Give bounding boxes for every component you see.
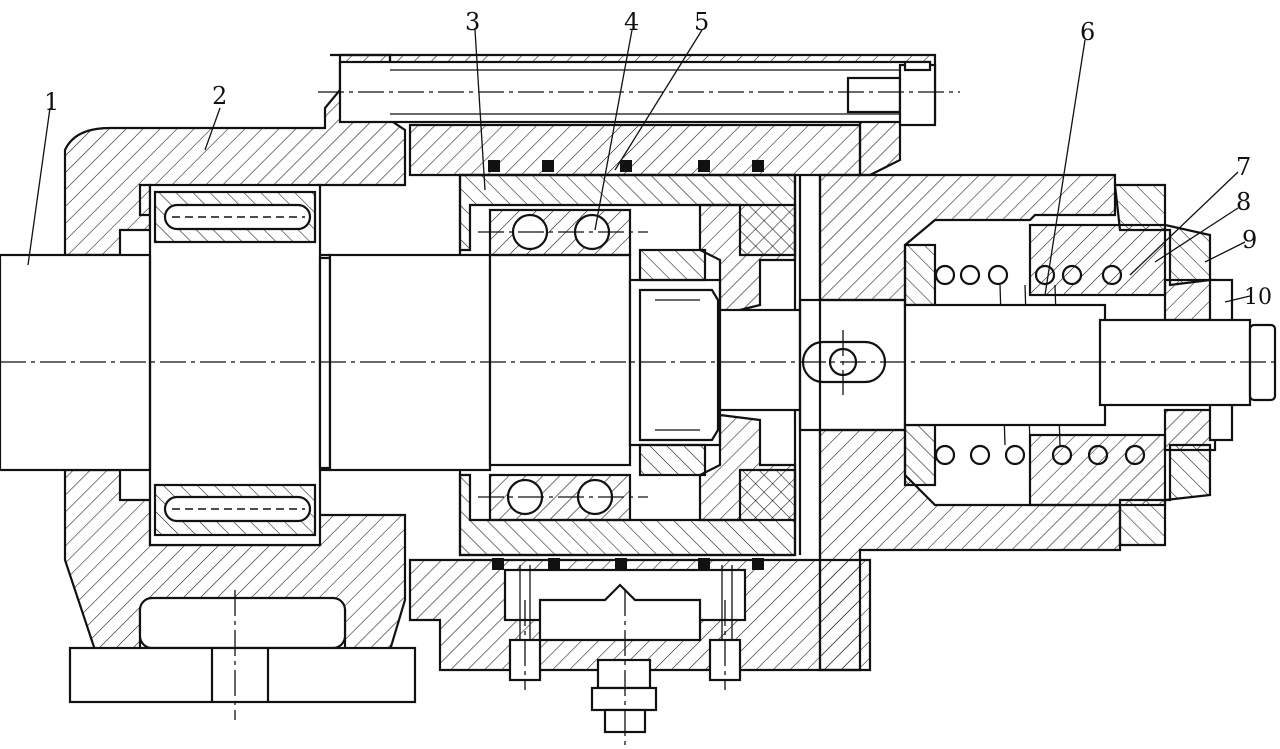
part-label-10: 10 [1244,285,1272,310]
part-label-1: 1 [44,88,59,116]
leader-lines [27,29,1251,303]
roller-bearing-top [153,190,317,244]
part-label-7: 7 [1236,153,1251,181]
roller-bearing-bottom [153,483,317,537]
part-label-2: 2 [212,82,227,110]
part-labels: 1 2 3 4 5 6 7 8 9 10 [44,8,1272,310]
part-label-9: 9 [1242,226,1257,254]
ball-bearings [478,208,707,522]
center-lines [0,91,1280,745]
right-housing [798,173,1122,672]
part-label-3: 3 [465,8,480,36]
part-label-8: 8 [1236,188,1251,216]
seal-rings [488,160,764,570]
part-label-6: 6 [1080,18,1095,46]
part-label-4: 4 [624,8,639,36]
part-label-5: 5 [694,8,709,36]
